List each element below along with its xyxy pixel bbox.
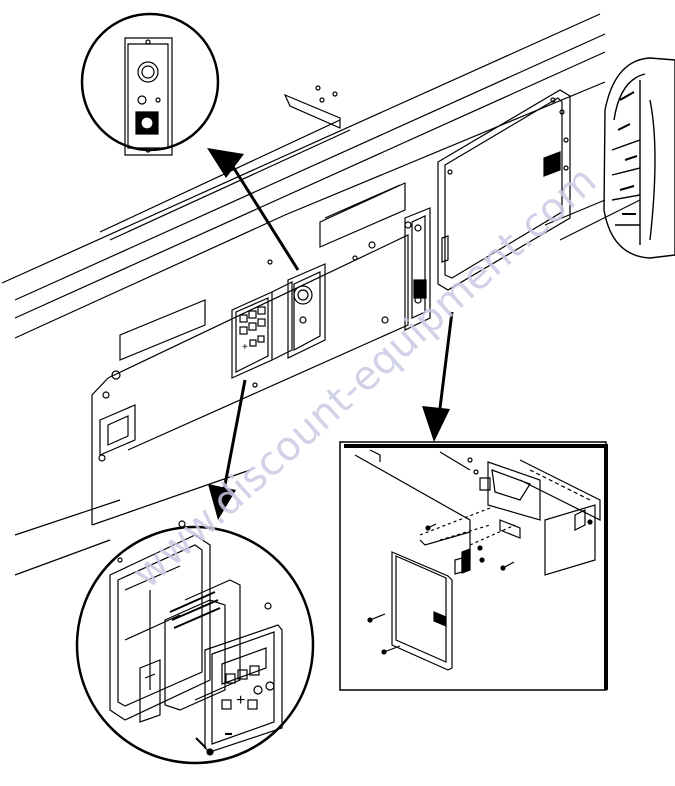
detail-right-access-door-exploded	[339, 441, 608, 691]
svg-text:▬: ▬	[225, 730, 232, 737]
arrow-to-top-detail	[207, 148, 300, 271]
control-box-installed: +	[231, 281, 293, 379]
chassis-assembly	[1, 13, 641, 576]
window-left	[119, 299, 206, 361]
wheel-tire	[603, 57, 675, 259]
svg-text:+: +	[236, 692, 245, 709]
switch-housing-installed	[287, 263, 326, 359]
arrow-to-bottom-detail	[208, 379, 247, 520]
window-mid	[319, 182, 406, 248]
access-door-installed	[437, 89, 571, 291]
svg-text:+: +	[242, 342, 248, 353]
detail-bottom-left-control-box-exploded: + ▬	[75, 520, 315, 765]
arrow-to-right-detail	[422, 311, 454, 442]
detail-top-left-switch-bracket	[80, 12, 220, 156]
door-hinge-column	[404, 207, 449, 331]
